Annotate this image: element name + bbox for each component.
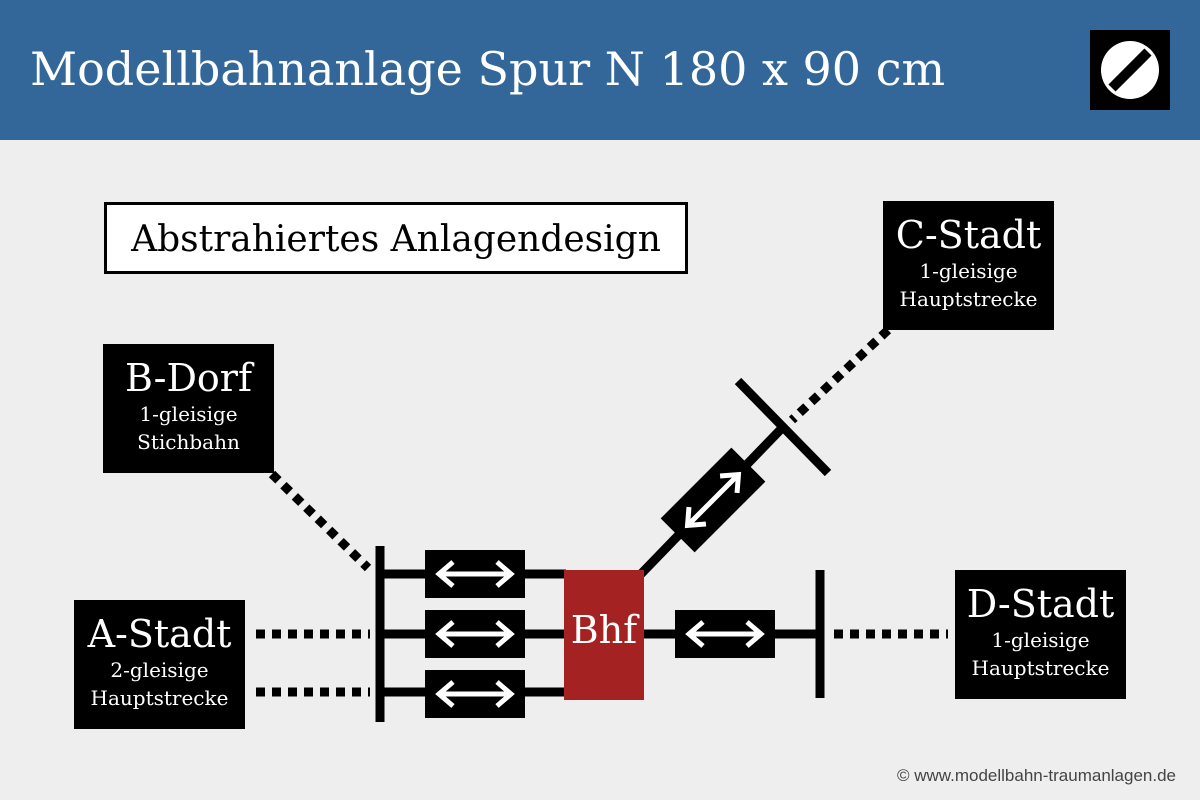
station-desc-line2: Hauptstrecke (899, 287, 1038, 311)
double-arrow-icon (425, 550, 525, 598)
station-desc-line2: Stichbahn (137, 430, 240, 454)
subtitle: Abstrahiertes Anlagendesign (131, 219, 661, 260)
station-center-bhf: Bhf (564, 570, 644, 700)
subtitle-box: Abstrahiertes Anlagendesign (104, 202, 688, 274)
double-arrow-icon (425, 610, 525, 658)
station-name: C-Stadt (895, 213, 1042, 257)
header-bar: Modellbahnanlage Spur N 180 x 90 cm (0, 0, 1200, 140)
copyright-link[interactable]: © www.modellbahn-traumanlagen.de (896, 766, 1176, 785)
page-title: Modellbahnanlage Spur N 180 x 90 cm (30, 42, 946, 96)
station-desc-line1: 1-gleisige (991, 628, 1090, 652)
connector-b (268, 470, 372, 572)
station-desc-line1: 1-gleisige (139, 402, 238, 426)
no-entry-slash-icon (1090, 30, 1170, 110)
station-c: C-Stadt 1-gleisige Hauptstrecke (883, 201, 1054, 330)
station-desc-line1: 2-gleisige (110, 658, 209, 682)
connector-c (788, 326, 892, 424)
station-desc-line2: Hauptstrecke (90, 686, 229, 710)
station-desc-line1: 1-gleisige (919, 259, 1018, 283)
double-arrow-icon (675, 610, 775, 658)
station-name: D-Stadt (966, 582, 1115, 626)
station-b: B-Dorf 1-gleisige Stichbahn (103, 344, 274, 473)
station-a: A-Stadt 2-gleisige Hauptstrecke (74, 600, 245, 729)
station-name: B-Dorf (124, 356, 253, 400)
double-arrow-icon (425, 670, 525, 718)
station-desc-line2: Hauptstrecke (971, 656, 1110, 680)
dotted-connectors (256, 326, 948, 697)
station-name: A-Stadt (87, 612, 232, 656)
station-center-label: Bhf (570, 608, 638, 652)
track-end-bar-diagonal (734, 377, 832, 477)
station-d: D-Stadt 1-gleisige Hauptstrecke (955, 570, 1126, 699)
